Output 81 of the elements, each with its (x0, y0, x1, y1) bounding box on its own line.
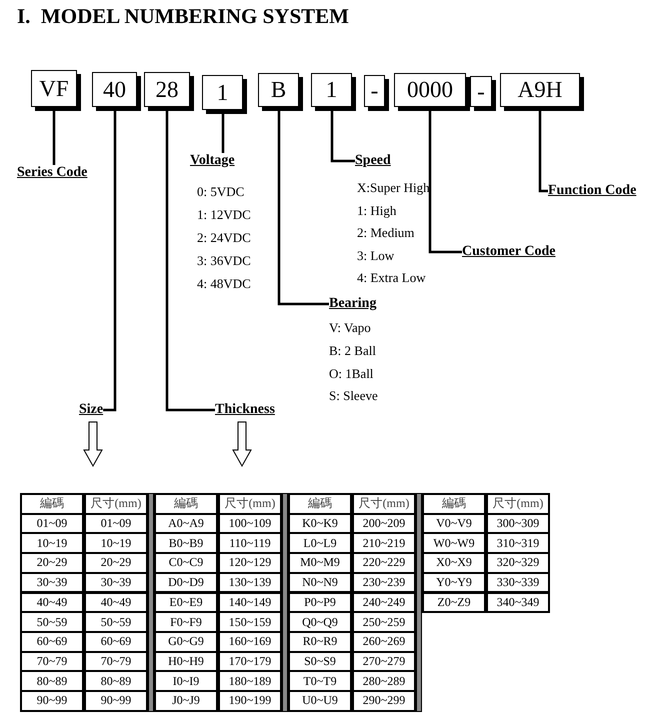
option-text: 2: 24VDC (197, 230, 251, 245)
table-cell: 290~299 (352, 690, 416, 712)
table-cell: Y0~Y9 (422, 572, 486, 594)
option-text: B: 2 Ball (329, 342, 376, 358)
table-cell: N0~N9 (288, 572, 352, 594)
field-heading: Function Code (548, 183, 636, 199)
table-cell: L0~L9 (288, 532, 352, 554)
column-header: 編碼 (20, 493, 84, 515)
option-text: 4: Extra Low (357, 270, 426, 285)
table-cell: 250~259 (352, 611, 416, 633)
table-cell: F0~F9 (154, 611, 218, 633)
field-heading: Bearing (329, 296, 376, 312)
table-cell: 260~269 (352, 630, 416, 653)
table-cell: 90~99 (84, 690, 148, 712)
field-heading: Thickness (215, 402, 275, 418)
table-cell: J0~J9 (154, 690, 218, 712)
table-cell: 340~349 (486, 592, 550, 614)
column-header: 編碼 (288, 493, 352, 515)
table-cell: R0~R9 (288, 630, 352, 653)
table-cell: 130~139 (218, 572, 282, 594)
title: I. MODEL NUMBERING SYSTEM (17, 4, 349, 29)
table-cell: 60~69 (84, 630, 148, 653)
table-cell: W0~W9 (422, 532, 486, 554)
table-cell: 330~339 (486, 572, 550, 594)
option-text: 1: 12VDC (197, 207, 251, 222)
table-cell: 30~39 (20, 572, 84, 594)
table-cell: 190~199 (218, 690, 282, 712)
table-cell: U0~U9 (288, 690, 352, 712)
table-cell: G0~G9 (154, 630, 218, 653)
column-header: 編碼 (422, 493, 486, 515)
table-cell: Z0~Z9 (422, 592, 486, 614)
field-heading: Speed (355, 153, 391, 169)
option-text: S: Sleeve (329, 388, 378, 404)
option-text: O: 1Ball (329, 366, 374, 381)
option-text: 3: 36VDC (197, 253, 251, 268)
field-heading: Size (79, 402, 104, 418)
table-cell: 210~219 (352, 532, 416, 554)
option-text: V: Vapo (329, 320, 371, 335)
table-cell: M0~M9 (288, 552, 352, 574)
column-header: 尺寸(mm) (352, 493, 416, 515)
table-cell: Q0~Q9 (288, 611, 352, 633)
table-cell: 180~189 (218, 670, 282, 692)
column-header: 編碼 (154, 493, 218, 515)
table-cell: 230~239 (352, 572, 416, 594)
table-cell: 50~59 (84, 611, 148, 633)
table-cell: 310~319 (486, 532, 550, 554)
column-header: 尺寸(mm) (486, 493, 550, 515)
table-cell: 80~89 (84, 670, 148, 692)
field-heading: Series Code (17, 165, 88, 181)
table-cell: C0~C9 (154, 552, 218, 574)
table-cell: D0~D9 (154, 572, 218, 594)
table-cell: 20~29 (20, 552, 84, 574)
field-heading: Customer Code (462, 244, 556, 260)
option-text: 1: High (357, 202, 396, 218)
option-text: X:Super High (357, 180, 430, 195)
option-text: 3: Low (357, 248, 394, 262)
table-cell: 30~39 (84, 572, 148, 594)
option-text: 4: 48VDC (197, 276, 251, 291)
table-cell: 320~329 (486, 552, 550, 574)
table-cell: I0~I9 (154, 670, 218, 692)
option-text: 0: 5VDC (197, 184, 244, 199)
table-cell: T0~T9 (288, 670, 352, 692)
table-cell: 10~19 (20, 532, 84, 554)
table-cell: 10~19 (84, 532, 148, 554)
table-cell: 220~229 (352, 552, 416, 574)
table-cell: 60~69 (20, 630, 84, 653)
table-cell: 90~99 (20, 690, 84, 712)
table-cell: 80~89 (20, 670, 84, 692)
table-cell: 20~29 (84, 552, 148, 574)
column-header: 尺寸(mm) (84, 493, 148, 515)
column-header: 尺寸(mm) (218, 493, 282, 515)
field-heading: Voltage (190, 153, 235, 169)
table-cell: 160~169 (218, 630, 282, 653)
table-cell: 150~159 (218, 611, 282, 633)
table-cell: 50~59 (20, 611, 84, 633)
table-cell: B0~B9 (154, 532, 218, 554)
table-cell: 110~119 (218, 532, 282, 554)
table-cell: 120~129 (218, 552, 282, 574)
option-text: 2: Medium (357, 225, 414, 240)
table-cell: X0~X9 (422, 552, 486, 574)
table-cell: 280~289 (352, 670, 416, 692)
